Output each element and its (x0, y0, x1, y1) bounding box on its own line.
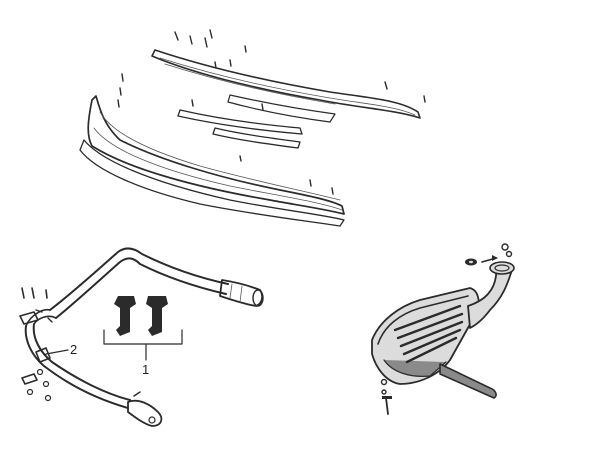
crash-bar-lower-fitting (127, 391, 163, 427)
crash-bar-end-fitting (219, 279, 264, 307)
callout-label-1: 1 (142, 362, 149, 377)
crash-bar (24, 247, 229, 409)
front-running-board (79, 95, 345, 227)
crash-bar-hardware (21, 287, 53, 402)
inner-running-board-strip (177, 109, 303, 149)
callout-1: 1 (103, 329, 183, 377)
running-board-screws (117, 29, 426, 195)
exhaust-tailpipe (439, 363, 497, 399)
rear-running-board (151, 49, 421, 123)
muffler-heat-shield-slots (393, 304, 464, 364)
crash-bar-clamp (19, 311, 51, 385)
muffler-hardware (380, 243, 513, 415)
callout-label-2: 2 (70, 342, 77, 357)
mounting-bracket-pair (114, 296, 168, 336)
callout-2: 2 (45, 342, 77, 357)
exhaust-headpipe (467, 261, 515, 329)
